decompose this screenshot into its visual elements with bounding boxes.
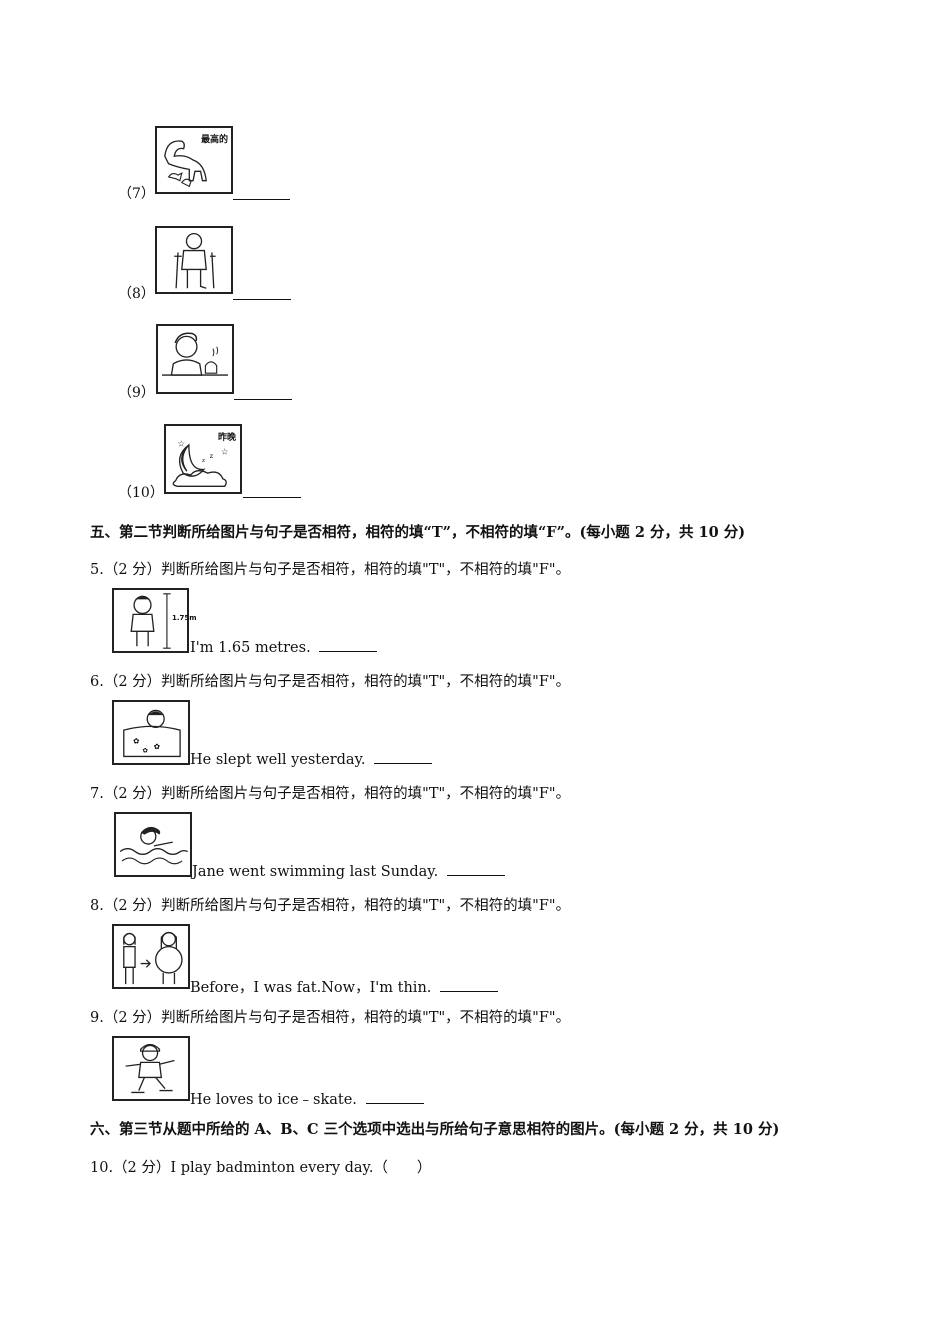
picture-label: 1.75m	[172, 614, 197, 622]
question-stem: 7.（2 分）判断所给图片与句子是否相符，相符的填"T"，不相符的填"F"。	[90, 786, 571, 802]
answer-blank[interactable]	[233, 298, 291, 300]
svg-text:✿: ✿	[154, 742, 161, 751]
boy-height-picture: 1.75m	[112, 588, 197, 653]
answer-blank[interactable]	[319, 650, 378, 652]
svg-text:✿: ✿	[133, 736, 140, 745]
section-heading: 五、第二节判断所给图片与句子是否相符，相符的填“T”，不相符的填“F”。(每小题…	[90, 524, 746, 541]
question-sentence: Before，I was fat.Now，I'm thin.	[190, 976, 498, 997]
question-stem: 6.（2 分）判断所给图片与句子是否相符，相符的填"T"，不相符的填"F"。	[90, 674, 571, 690]
section-heading: 六、第三节从题中所给的 A、B、C 三个选项中选出与所给句子意思相符的图片。(每…	[90, 1121, 780, 1138]
answer-blank[interactable]	[233, 198, 290, 200]
moon-last-night-picture: ☆ ☆ z z 昨晚	[164, 424, 242, 494]
sentence-text: Before，I was fat.Now，I'm thin.	[190, 980, 432, 996]
question-stem: 10.（2 分）I play badminton every day.（ ）	[90, 1160, 432, 1176]
svg-text:☆: ☆	[178, 439, 186, 449]
question-sentence: He loves to ice﹣skate.	[190, 1088, 424, 1109]
sentence-text: I'm 1.65 metres.	[190, 640, 311, 656]
thin-to-fat-picture	[112, 924, 190, 989]
svg-text:✿: ✿	[143, 747, 149, 755]
svg-text:z: z	[210, 452, 214, 460]
answer-blank[interactable]	[234, 398, 292, 400]
picture-label: 昨晚	[217, 433, 236, 443]
item-number: （10）	[118, 485, 164, 501]
svg-text:☆: ☆	[221, 446, 229, 456]
sentence-text: He loves to ice﹣skate.	[190, 1092, 357, 1108]
sentence-text: He slept well yesterday.	[190, 752, 366, 768]
ice-skating-picture	[112, 1036, 190, 1101]
answer-blank[interactable]	[374, 762, 433, 764]
answer-blank[interactable]	[446, 874, 505, 876]
answer-blank[interactable]	[440, 990, 498, 992]
girl-with-tea-picture	[156, 324, 234, 394]
question-sentence: I'm 1.65 metres.	[190, 640, 378, 656]
svg-text:z: z	[202, 458, 205, 464]
question-stem: 5.（2 分）判断所给图片与句子是否相符，相符的填"T"，不相符的填"F"。	[90, 562, 571, 578]
girl-swimming-picture	[114, 812, 192, 877]
picture-label: 最高的	[200, 135, 228, 145]
question-stem: 9.（2 分）判断所给图片与句子是否相符，相符的填"T"，不相符的填"F"。	[90, 1010, 571, 1026]
answer-blank[interactable]	[365, 1102, 424, 1104]
item-number: （7）	[118, 186, 155, 202]
item-number: （9）	[118, 385, 155, 401]
question-sentence: He slept well yesterday.	[190, 752, 433, 768]
boy-with-crutches-picture	[155, 226, 233, 294]
answer-blank[interactable]	[243, 496, 301, 498]
question-stem: 8.（2 分）判断所给图片与句子是否相符，相符的填"T"，不相符的填"F"。	[90, 898, 571, 914]
item-number: （8）	[118, 286, 155, 302]
sentence-text: Jane went swimming last Sunday.	[192, 864, 439, 880]
question-sentence: Jane went swimming last Sunday.	[192, 864, 505, 880]
tallest-dinosaur-picture: 最高的	[155, 126, 233, 194]
boy-in-bed-picture: ✿ ✿ ✿	[112, 700, 190, 765]
